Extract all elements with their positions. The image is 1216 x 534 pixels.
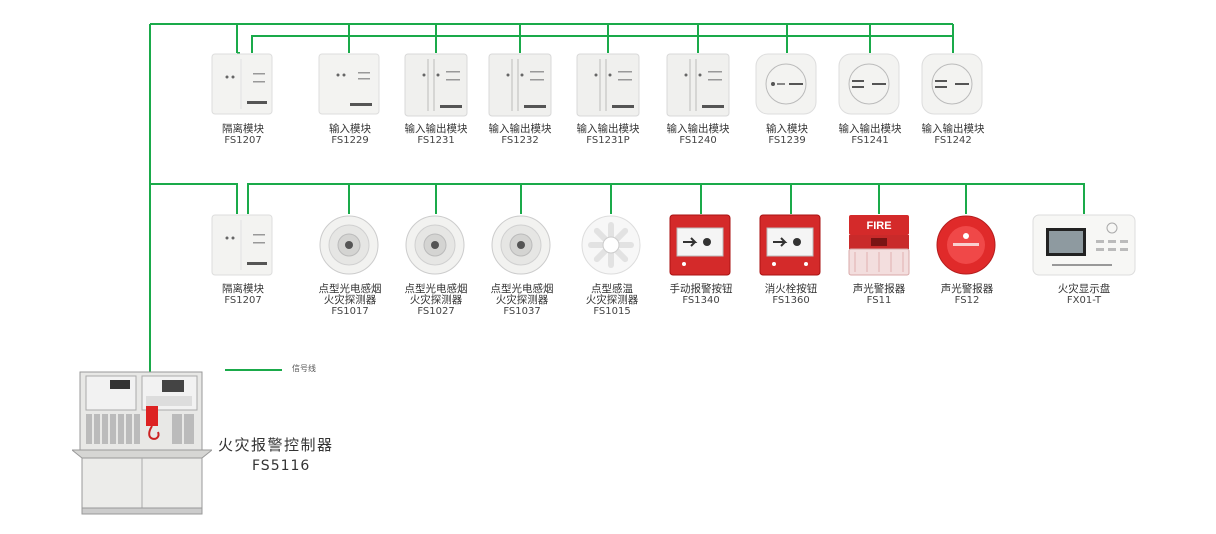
- device-model: FS1240: [679, 135, 717, 146]
- device-name: 输入模块: [329, 123, 371, 135]
- device-name: 输入输出模块: [838, 123, 902, 135]
- device-name: 隔离模块: [222, 123, 264, 135]
- strobe-siren-icon: FIRE: [847, 214, 911, 282]
- device-name-line2: 火灾探测器: [585, 294, 639, 306]
- device-name: 输入输出模块: [921, 123, 985, 135]
- device-model: FS1231: [417, 135, 455, 146]
- legend-label: 信号线: [292, 364, 316, 373]
- device-model: FS1027: [417, 306, 455, 317]
- smoke-detector-icon: [490, 214, 552, 280]
- smoke-detector-icon: [404, 214, 466, 280]
- hydrant-button-icon: [759, 214, 821, 280]
- device-model: FS1037: [503, 306, 541, 317]
- io-module-icon: [576, 53, 640, 121]
- device-name: 点型光电感烟: [318, 283, 382, 295]
- manual-call-point-icon: [669, 214, 731, 280]
- device-name-line2: 火灾探测器: [323, 294, 377, 306]
- smoke-detector-icon: [318, 214, 380, 280]
- heat-detector-icon: [580, 214, 642, 280]
- device-name: 点型光电感烟: [490, 283, 554, 295]
- device-name: 火灾显示盘: [1057, 283, 1111, 295]
- round-io-module-icon: [838, 53, 900, 119]
- device-model: FS1360: [772, 295, 810, 306]
- device-model: FS1340: [682, 295, 720, 306]
- device-name: 输入输出模块: [488, 123, 552, 135]
- device-model: FS12: [954, 295, 980, 306]
- device-model: FS1231P: [586, 135, 630, 146]
- device-model: FX01-T: [1066, 295, 1102, 306]
- device-name: 点型感温: [591, 283, 633, 295]
- round-input-module-icon: [755, 53, 817, 119]
- round-io-module-icon: [921, 53, 983, 119]
- device-model: FS1239: [768, 135, 806, 146]
- device-name: 输入输出模块: [666, 123, 730, 135]
- device-model: FS1207: [224, 135, 262, 146]
- isolation-module-icon: [211, 214, 273, 280]
- device-name-line2: 火灾探测器: [409, 294, 463, 306]
- fire-display-panel-icon: [1032, 214, 1136, 280]
- device-name: 隔离模块: [222, 283, 264, 295]
- device-model: FS1242: [934, 135, 972, 146]
- round-siren-icon: [935, 214, 997, 280]
- svg-text:FIRE: FIRE: [866, 220, 891, 232]
- device-model: FS1015: [593, 306, 631, 317]
- isolation-module-icon: [211, 53, 273, 119]
- device-name: 手动报警按钮: [669, 283, 733, 295]
- device-model: FS1232: [501, 135, 539, 146]
- fire-alarm-controller-icon: [72, 371, 212, 515]
- device-model: FS1241: [851, 135, 889, 146]
- device-name: 声光警报器: [940, 283, 994, 295]
- device-name: 输入模块: [766, 123, 808, 135]
- controller-name: 火灾报警控制器: [218, 436, 334, 454]
- device-name: 消火栓按钮: [764, 283, 818, 295]
- input-module-icon: [318, 53, 380, 119]
- device-model: FS1017: [331, 306, 369, 317]
- device-name: 声光警报器: [852, 283, 906, 295]
- io-module-icon: [404, 53, 468, 121]
- device-name: 输入输出模块: [404, 123, 468, 135]
- device-model: FS11: [866, 295, 892, 306]
- device-name: 点型光电感烟: [404, 283, 468, 295]
- io-module-icon: [666, 53, 730, 121]
- device-name-line2: 火灾探测器: [495, 294, 549, 306]
- device-model: FS1229: [331, 135, 369, 146]
- device-model: FS1207: [224, 295, 262, 306]
- controller-model: FS5116: [252, 458, 311, 474]
- io-module-icon: [488, 53, 552, 121]
- device-name: 输入输出模块: [576, 123, 640, 135]
